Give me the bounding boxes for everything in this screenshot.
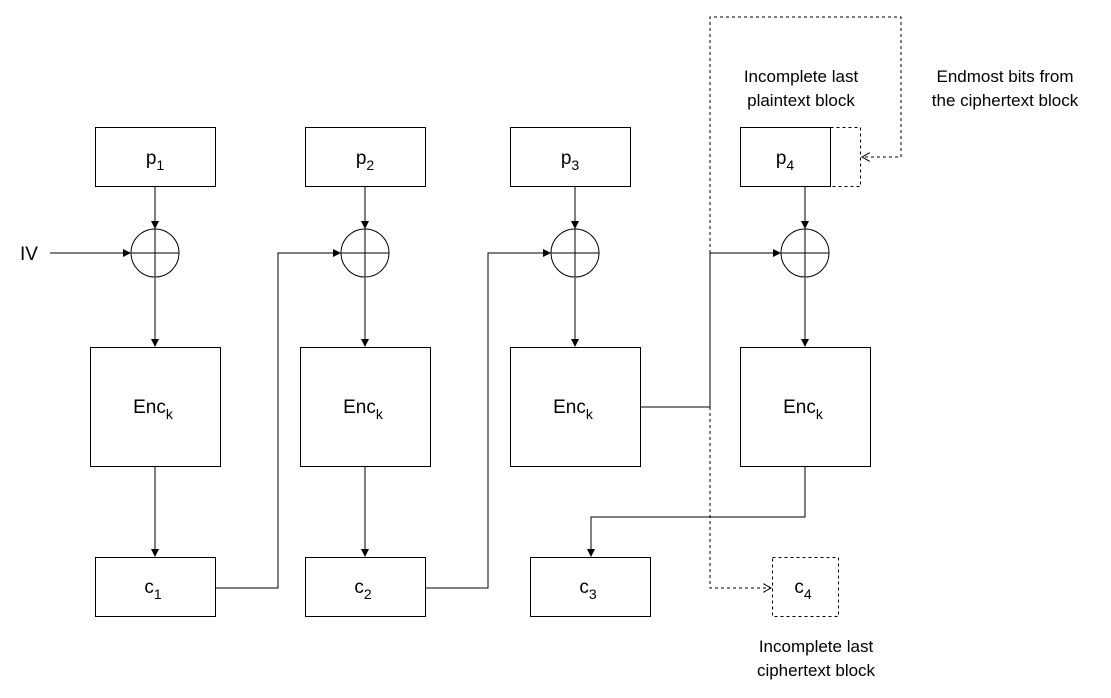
cipher-block-2: c2 — [305, 557, 426, 617]
arrow-c2-xor3 — [426, 249, 551, 589]
svg-text:c4: c4 — [794, 577, 812, 602]
svg-text:Enck: Enck — [553, 397, 594, 422]
svg-text:Incomplete last: Incomplete last — [744, 67, 859, 86]
plaintext-block-2: p2 — [305, 127, 426, 187]
xor-4 — [780, 228, 830, 278]
encrypt-block-1: Enck — [90, 347, 221, 467]
cipher-block-1: c1 — [95, 557, 216, 617]
svg-text:Endmost bits from: Endmost bits from — [937, 67, 1074, 86]
arrow-c1-xor2 — [216, 249, 341, 589]
svg-text:plaintext block: plaintext block — [747, 91, 855, 110]
svg-text:ciphertext block: ciphertext block — [757, 661, 876, 680]
xor-1 — [130, 228, 180, 278]
cipher-block-3-label: c — [579, 577, 589, 598]
svg-text:c1: c1 — [144, 577, 162, 602]
arrow-enc3-xor4 — [641, 249, 781, 408]
cipher-block-2-label: c — [354, 577, 364, 598]
plaintext-block-1-label: p — [146, 148, 157, 169]
svg-text:p4: p4 — [776, 148, 795, 173]
svg-text:Incomplete last: Incomplete last — [759, 637, 874, 656]
svg-text:Enck: Enck — [783, 397, 824, 422]
encrypt-block-2-label: Enc — [343, 397, 376, 418]
svg-text:Enck: Enck — [343, 397, 384, 422]
iv-label: IV — [20, 244, 38, 265]
xor-2 — [340, 228, 390, 278]
encrypt-block-1-label: Enc — [133, 397, 166, 418]
cipher-block-3: c3 — [530, 557, 651, 617]
svg-text:p1: p1 — [146, 148, 165, 173]
cipher-block-4: c4 — [772, 557, 839, 617]
plaintext-block-4: p4 — [740, 127, 861, 187]
svg-text:p2: p2 — [356, 148, 375, 173]
svg-text:c2: c2 — [354, 577, 372, 602]
encrypt-block-4-label: Enc — [783, 397, 816, 418]
encrypt-block-3-label: Enc — [553, 397, 586, 418]
annotation-incomplete-ciphertext: Incomplete last ciphertext block — [757, 637, 876, 680]
svg-text:the ciphertext block: the ciphertext block — [932, 91, 1079, 110]
arrow-enc4-c3 — [587, 467, 806, 557]
svg-text:p3: p3 — [561, 148, 580, 173]
plaintext-block-4-label: p — [776, 148, 787, 169]
plaintext-block-1: p1 — [95, 127, 216, 187]
svg-text:c3: c3 — [579, 577, 597, 602]
xor-3 — [550, 228, 600, 278]
encrypt-block-3: Enck — [510, 347, 641, 467]
annotation-incomplete-plaintext: Incomplete last plaintext block — [727, 62, 875, 110]
annotation-endmost-bits: Endmost bits from the ciphertext block — [914, 62, 1096, 110]
encrypt-block-4: Enck — [740, 347, 871, 467]
svg-text:Enck: Enck — [133, 397, 174, 422]
encrypt-block-2: Enck — [300, 347, 431, 467]
plaintext-block-3-label: p — [561, 148, 572, 169]
plaintext-block-3: p3 — [510, 127, 631, 187]
plaintext-block-2-label: p — [356, 148, 367, 169]
cipher-block-4-label: c — [794, 577, 804, 598]
padding-area — [830, 127, 861, 187]
cipher-block-1-label: c — [144, 577, 154, 598]
dashed-arrow-to-c4 — [709, 407, 771, 588]
dashed-loop-endmost-bits — [709, 16, 902, 253]
